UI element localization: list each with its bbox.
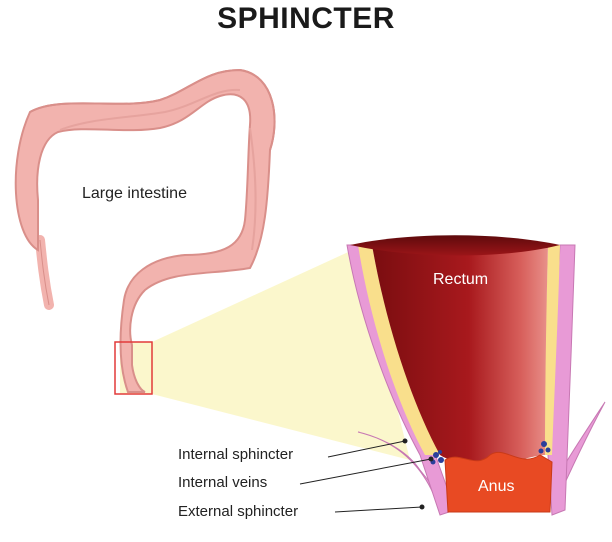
- label-internal-veins: Internal veins: [178, 474, 268, 491]
- internal-veins-left: [430, 450, 444, 465]
- label-anus: Anus: [478, 478, 515, 495]
- label-rectum: Rectum: [433, 271, 489, 288]
- large-intestine: [14, 68, 276, 393]
- label-internal-sphincter: Internal sphincter: [178, 446, 294, 463]
- diagram-title: SPHINCTER: [217, 2, 395, 35]
- zoom-projection: [120, 248, 410, 460]
- internal-veins-right: [538, 441, 551, 454]
- zoom-box: [114, 341, 153, 395]
- label-large-intestine: Large intestine: [82, 185, 187, 202]
- label-external-sphincter: External sphincter: [178, 503, 299, 520]
- rectum-cross-section: [346, 235, 606, 516]
- leader-lines: [299, 438, 434, 513]
